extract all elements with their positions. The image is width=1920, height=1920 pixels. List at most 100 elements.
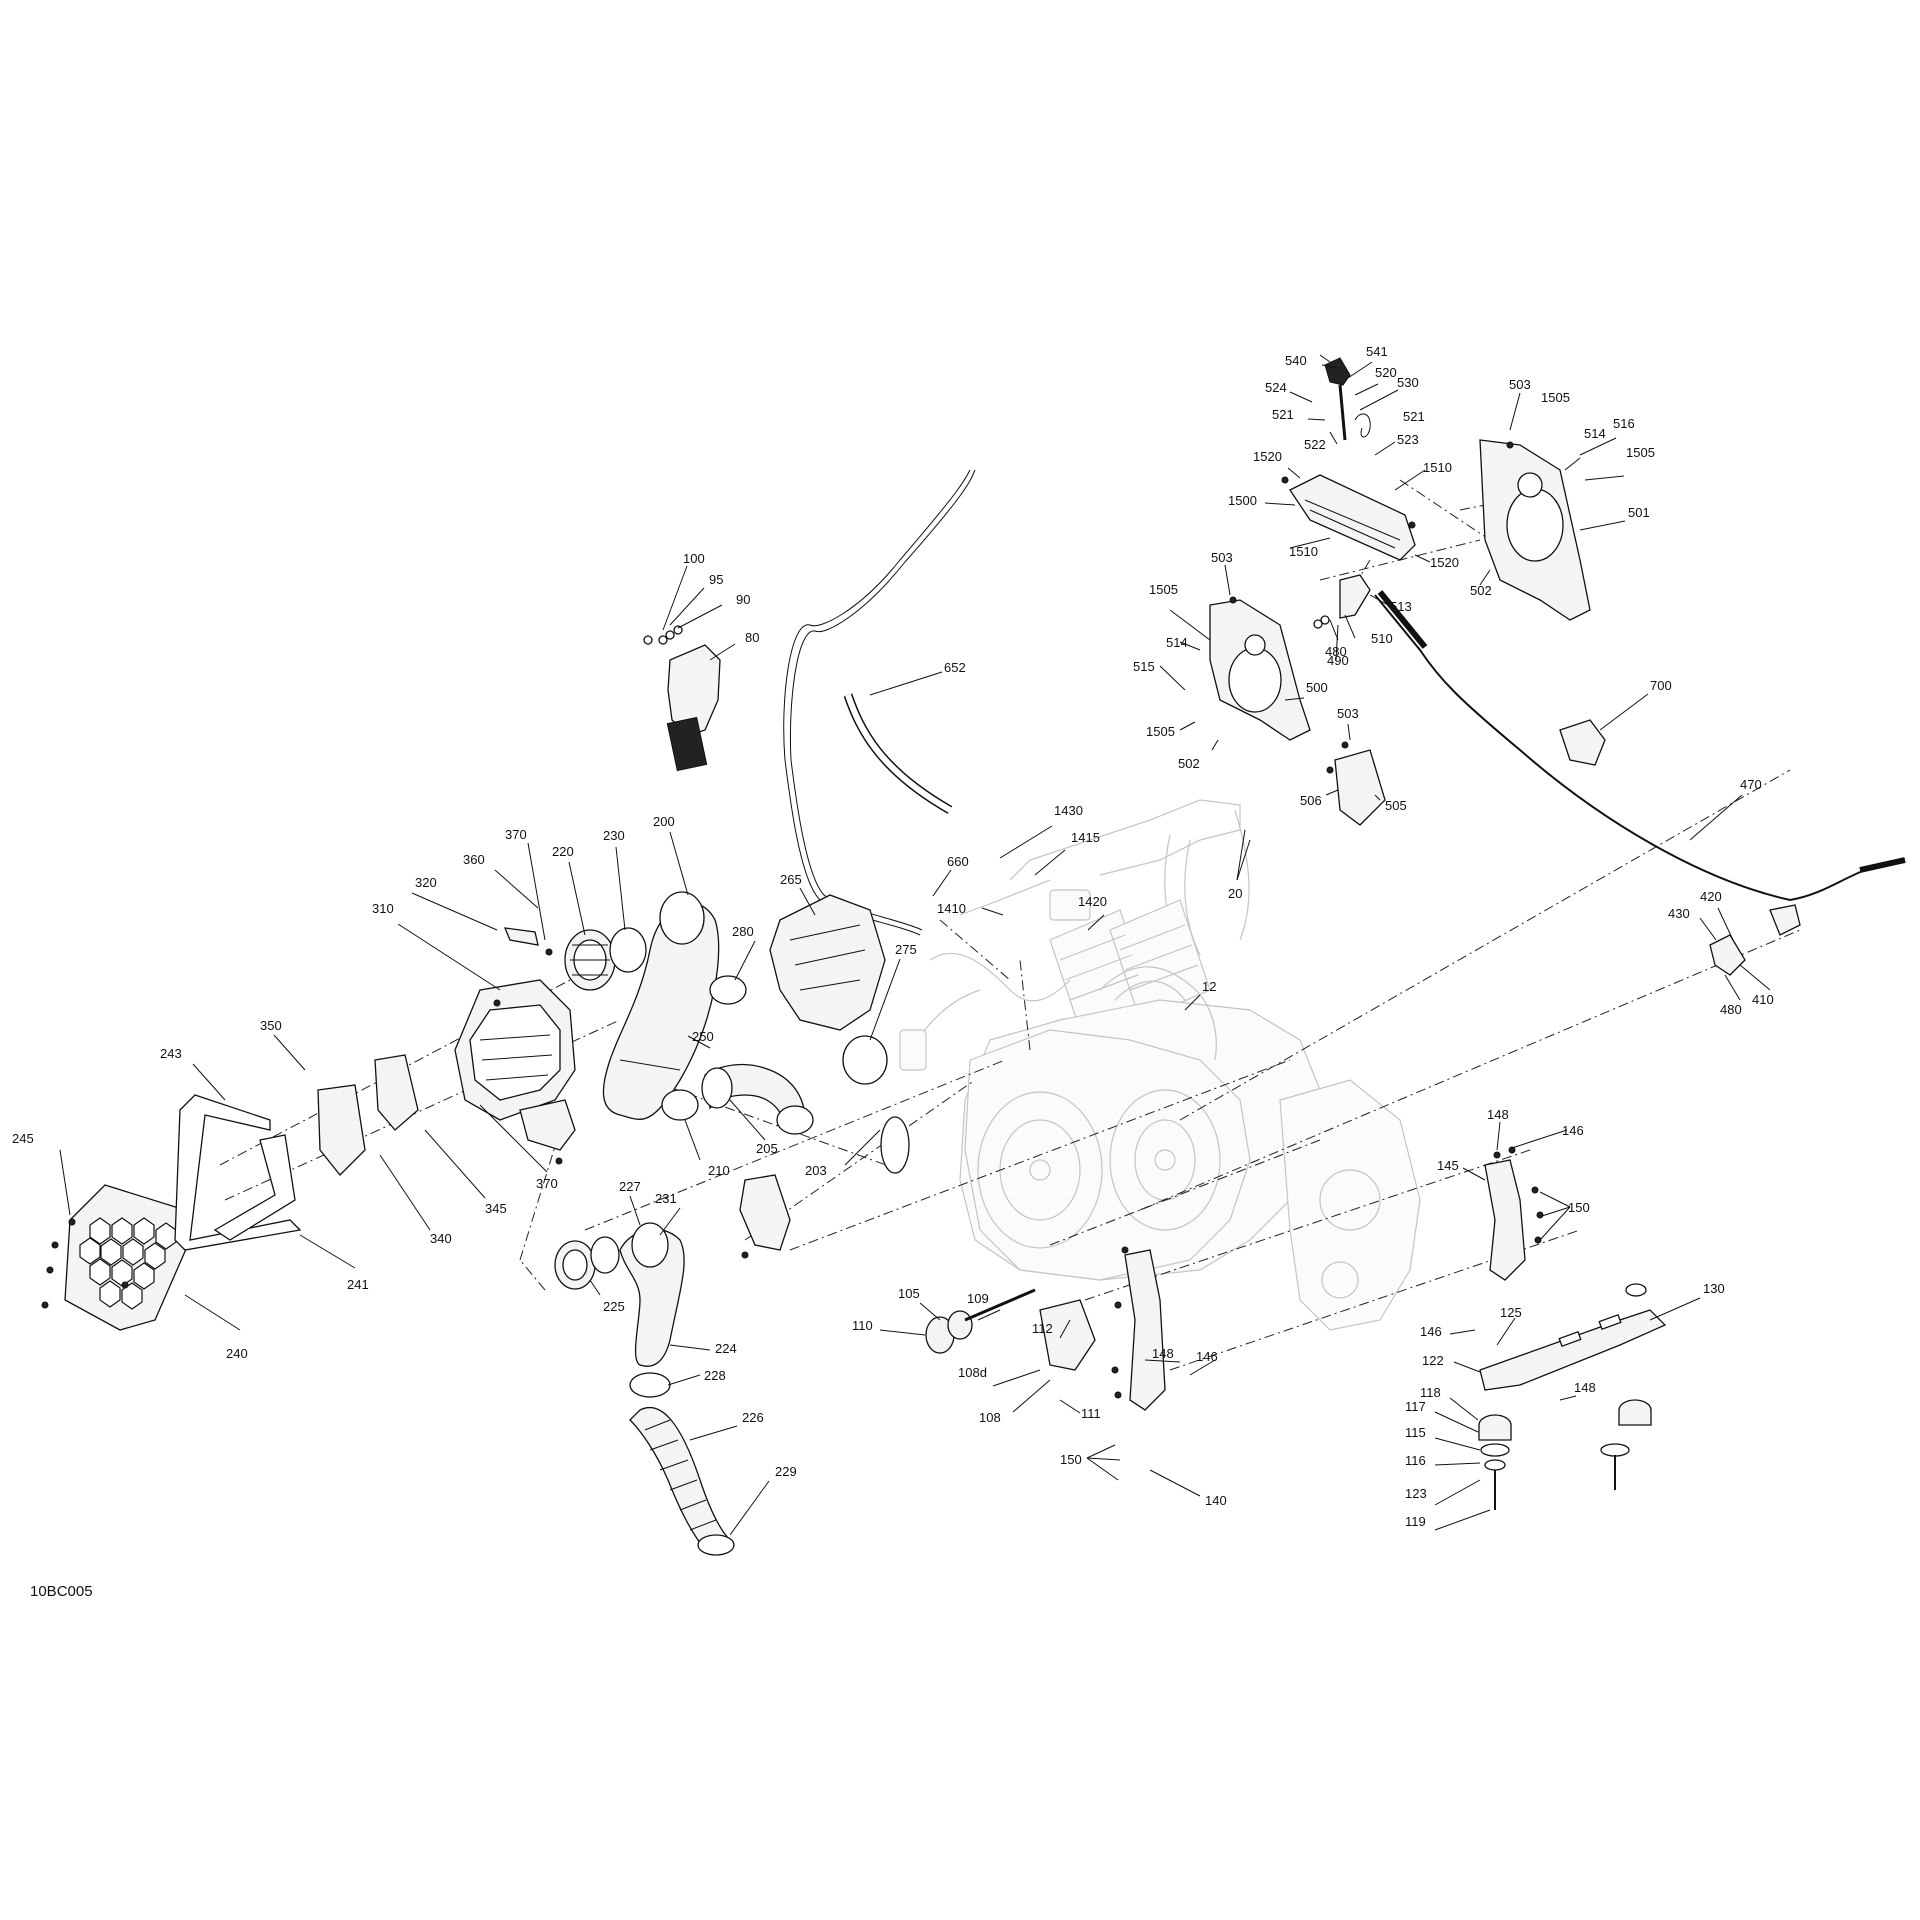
bellows-226 [629, 1406, 735, 1556]
callout-470: 470 [1740, 777, 1762, 792]
callout-310: 310 [372, 901, 394, 916]
callout-1510-bottom: 1510 [1289, 544, 1318, 559]
callout-420: 420 [1700, 889, 1722, 904]
callout-148-mid: 148 [1574, 1380, 1596, 1395]
callout-370-top: 370 [505, 827, 527, 842]
callout-514-top: 514 [1584, 426, 1606, 441]
callout-130: 130 [1703, 1281, 1725, 1296]
callout-500: 500 [1306, 680, 1328, 695]
crossmember-130 [1479, 1309, 1667, 1391]
bracket-sensor [739, 1174, 791, 1259]
callout-210: 210 [708, 1163, 730, 1178]
intake-tube-200 [602, 891, 720, 1120]
callout-503-top: 503 [1509, 377, 1531, 392]
callout-1420: 1420 [1078, 894, 1107, 909]
callout-205: 205 [756, 1141, 778, 1156]
engine-ghost [899, 799, 1421, 1331]
callout-229: 229 [775, 1464, 797, 1479]
clamp-203 [880, 1116, 910, 1174]
bracket-80 [643, 625, 721, 772]
figure-code: 10BC005 [30, 1583, 93, 1600]
callout-140: 140 [1205, 1493, 1227, 1508]
clamp-230 [609, 927, 647, 973]
intake-tube-224-231 [619, 1222, 685, 1367]
filter-340-345 [317, 1054, 419, 1176]
callout-523: 523 [1397, 432, 1419, 447]
airbox-310 [454, 927, 576, 1165]
callout-125: 125 [1500, 1305, 1522, 1320]
callout-350: 350 [260, 1018, 282, 1033]
callout-506: 506 [1300, 793, 1322, 808]
callout-118: 118 [1420, 1385, 1441, 1400]
callout-200: 200 [653, 814, 675, 829]
callout-110: 110 [852, 1318, 873, 1333]
callout-320: 320 [415, 875, 437, 890]
intake-coupler-225 [554, 1236, 620, 1290]
shift-plate-500 [1209, 596, 1311, 741]
honeycomb [79, 1217, 177, 1310]
bracket-145 [1484, 1146, 1544, 1281]
callout-80: 80 [745, 630, 759, 645]
callout-520: 520 [1375, 365, 1397, 380]
callout-652: 652 [944, 660, 966, 675]
callout-501: 501 [1628, 505, 1650, 520]
shift-plate-501 [1479, 439, 1591, 621]
callout-515: 515 [1133, 659, 1155, 674]
callout-510: 510 [1371, 631, 1393, 646]
shift-console-1500 [1281, 474, 1416, 561]
callout-1520-bottom: 1520 [1430, 555, 1459, 570]
callout-108: 108 [979, 1410, 1001, 1425]
callout-105: 105 [898, 1286, 920, 1301]
bracket-140 [1111, 1246, 1166, 1411]
callout-513: 513 [1390, 599, 1412, 614]
callout-516: 516 [1613, 416, 1635, 431]
shift-lever-510 [1313, 574, 1371, 629]
callout-540: 540 [1285, 353, 1307, 368]
clamp-275 [842, 1035, 888, 1085]
callout-530: 530 [1397, 375, 1419, 390]
callout-241: 241 [347, 1277, 369, 1292]
callout-122: 122 [1422, 1353, 1444, 1368]
callout-119: 119 [1405, 1514, 1426, 1529]
callout-1520-top: 1520 [1253, 449, 1282, 464]
callout-502-bottom: 502 [1178, 756, 1200, 771]
callout-1415: 1415 [1071, 830, 1100, 845]
callout-503-mid: 503 [1211, 550, 1233, 565]
intake-coupler-220 [564, 929, 616, 991]
callout-524: 524 [1265, 380, 1287, 395]
callout-1500: 1500 [1228, 493, 1257, 508]
callout-521-right: 521 [1403, 409, 1425, 424]
callout-108d: 108d [958, 1365, 987, 1380]
callout-503-bottom: 503 [1337, 706, 1359, 721]
callout-203: 203 [805, 1163, 827, 1178]
mount-118 [1478, 1414, 1512, 1510]
callout-148-left: 148 [1152, 1346, 1174, 1361]
air-filter-grille-240 [41, 1184, 191, 1331]
callout-502-top: 502 [1470, 583, 1492, 598]
callout-410: 410 [1752, 992, 1774, 1007]
callout-1505-mid: 1505 [1149, 582, 1178, 597]
clamp-210 [661, 1089, 699, 1121]
callout-1505-bottom: 1505 [1146, 724, 1175, 739]
callout-146-left: 146 [1196, 1349, 1218, 1364]
callout-150-right: 150 [1568, 1200, 1590, 1215]
callout-123: 123 [1405, 1486, 1427, 1501]
callout-112: 112 [1032, 1321, 1053, 1336]
callout-521-left: 521 [1272, 407, 1294, 422]
callout-145: 145 [1437, 1158, 1459, 1173]
callout-1510-top: 1510 [1423, 460, 1452, 475]
callout-480-right: 480 [1720, 1002, 1742, 1017]
bracket-700 [1559, 719, 1606, 766]
callout-148-right: 148 [1487, 1107, 1509, 1122]
shift-cable-470 [1374, 590, 1906, 901]
callout-226: 226 [742, 1410, 764, 1425]
callout-245: 245 [12, 1131, 34, 1146]
callout-90: 90 [736, 592, 750, 607]
mount-108 [925, 1288, 1096, 1371]
callout-265: 265 [780, 872, 802, 887]
callout-220: 220 [552, 844, 574, 859]
callout-115: 115 [1405, 1425, 1426, 1440]
callout-150-left: 150 [1060, 1452, 1082, 1467]
callout-1430: 1430 [1054, 803, 1083, 818]
callout-240: 240 [226, 1346, 248, 1361]
